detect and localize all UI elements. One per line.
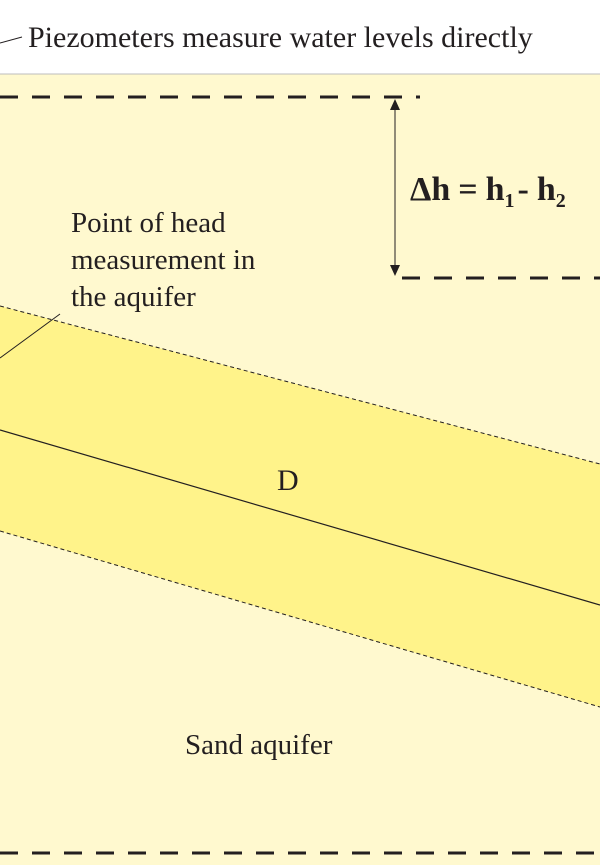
point-label-line-2: measurement in [71,244,256,276]
layer-top-boundary [0,305,600,465]
layer-thickness-label: D [277,464,299,497]
minus-sign: - [518,171,529,208]
h2-subscript: 2 [556,190,566,212]
diagram-title: Piezometers measure water levels directl… [28,21,533,54]
layer-band [0,306,600,707]
title-leader-line [0,36,23,44]
delta-h-equation: Δh=h1-h2 [410,171,566,212]
h1-subscript: 1 [505,190,515,212]
delta-h-symbol: Δh [410,171,450,208]
h2-letter: h [537,171,556,208]
h1-letter: h [486,171,505,208]
point-label-line-3: the aquifer [71,281,196,313]
point-leader-line [0,313,61,359]
arrowhead-up-icon [390,99,400,110]
layer-center-line [0,429,600,606]
sand-aquifer-label: Sand aquifer [185,729,333,761]
layer-bottom-boundary [0,530,600,708]
arrowhead-down-icon [390,265,400,276]
equals-sign: = [458,171,477,208]
point-label-line-1: Point of head [71,207,226,239]
